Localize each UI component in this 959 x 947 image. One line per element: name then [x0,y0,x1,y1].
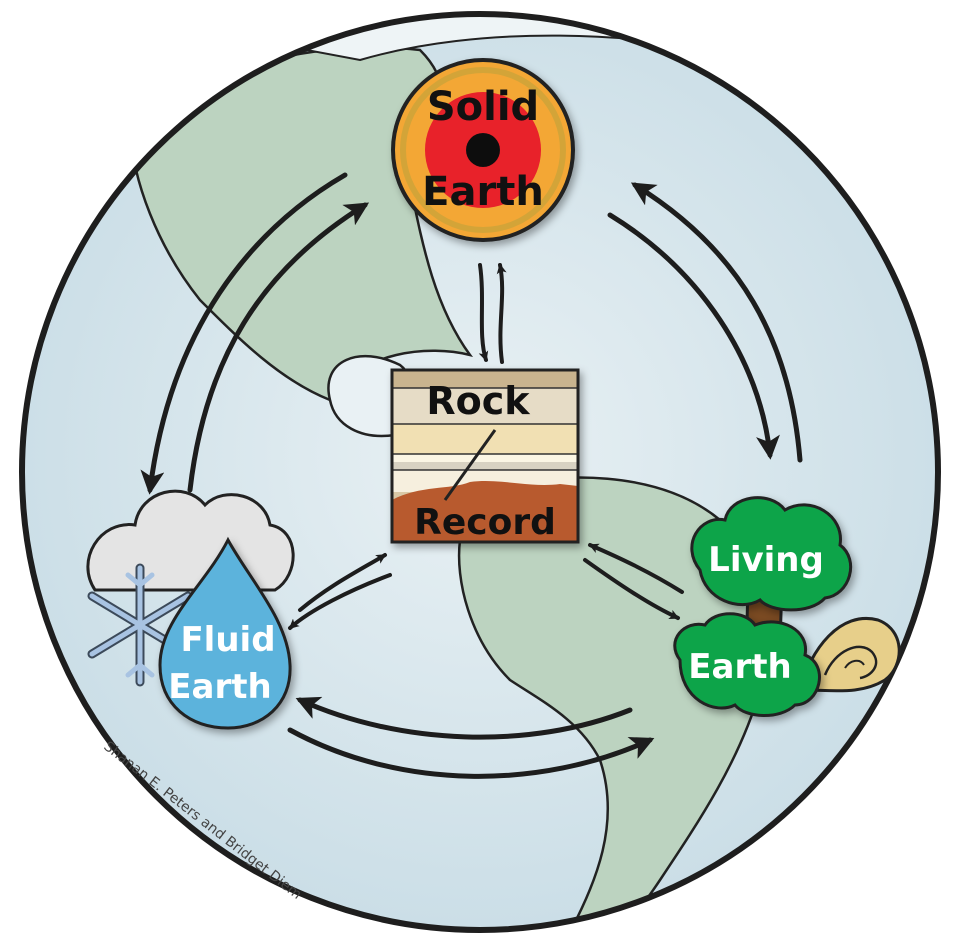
solid-earth-core [466,133,500,167]
arrow-living-to-rock [588,543,684,594]
arrow-solid-to-living [607,212,780,460]
tree-canopy-bottom [673,612,821,717]
rock-record-label-line1: Rock [426,379,530,423]
node-rock-record [390,368,580,544]
arrow-rock-to-living [583,558,680,620]
tree-canopy-top [690,496,853,612]
node-solid-earth [391,58,575,242]
globe-outline [19,11,941,933]
arrow-rock-to-fluid [288,573,392,630]
arrow-living-to-solid [630,182,803,463]
water-drop-icon [158,536,292,730]
arrow-solid-to-rock [478,263,489,362]
arrow-fluid-to-living [287,727,655,779]
fluid-earth-label-line1: Fluid [180,620,275,660]
rock-record-label-line2: Record [414,502,556,543]
arrow-fluid-to-rock [298,553,387,612]
arrow-solid-to-fluid [140,172,348,495]
arrow-fluid-to-solid [187,202,370,493]
ammonite-shell-icon [798,617,901,693]
node-living-earth [673,496,901,717]
fluid-earth-label-line2: Earth [168,667,271,707]
living-earth-label-line1: Living [708,540,824,580]
arrow-rock-to-solid [496,263,507,364]
solid-earth-label-line2: Earth [422,169,544,215]
node-fluid-earth [86,489,295,730]
arrow-living-to-fluid [295,696,633,740]
living-earth-label-line2: Earth [688,647,791,687]
arrows [140,172,803,779]
solid-earth-label-line1: Solid [427,84,539,130]
